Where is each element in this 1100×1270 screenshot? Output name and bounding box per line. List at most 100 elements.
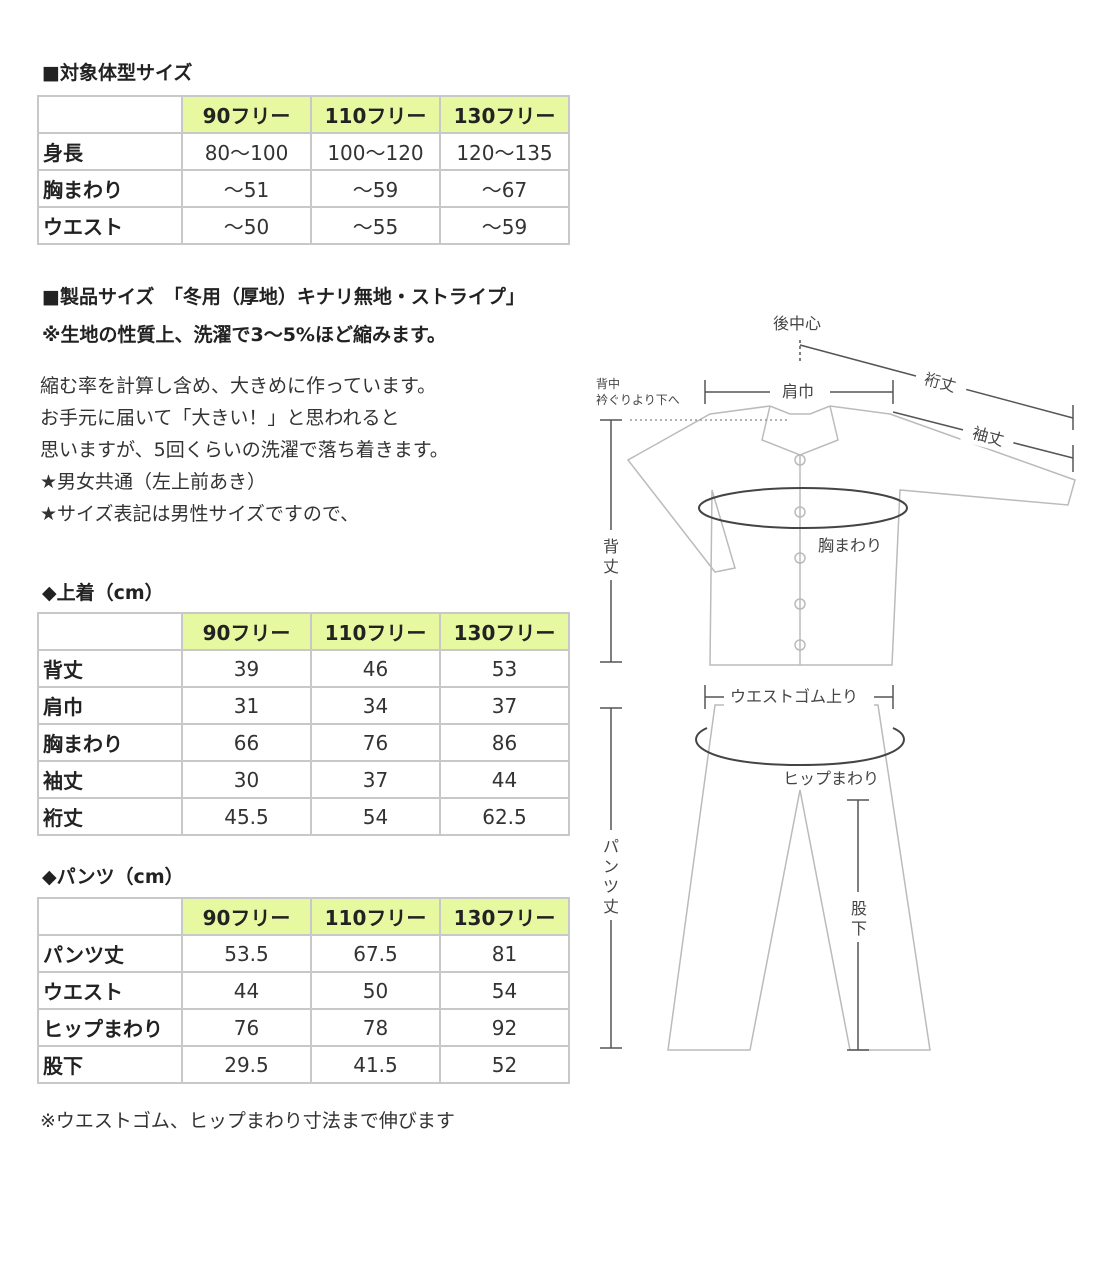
- cell: 92: [439, 1008, 570, 1047]
- cell: 120〜135: [439, 132, 570, 171]
- label-chest: 胸まわり: [818, 536, 882, 555]
- cell: 〜59: [310, 169, 441, 208]
- cell: 100〜120: [310, 132, 441, 171]
- cell: 54: [310, 797, 441, 836]
- cell: 44: [439, 760, 570, 799]
- label-pants-length-4: 丈: [603, 897, 619, 916]
- description-line: 縮む率を計算し含め、大きめに作っています。: [40, 375, 437, 397]
- table-row: 股下 29.5 41.5 52: [37, 1045, 570, 1084]
- row-label: パンツ丈: [37, 934, 183, 973]
- cell: 53: [439, 649, 570, 688]
- table-row: 裄丈 45.5 54 62.5: [37, 797, 570, 836]
- measure-lines: [600, 340, 1074, 1051]
- row-label: ウエスト: [37, 206, 183, 245]
- product-description: 縮む率を計算し含め、大きめに作っています。 お手元に届いて「大きい！」と思われる…: [40, 370, 449, 530]
- pants-outline: [667, 704, 931, 1051]
- description-line: ★サイズ表記は男性サイズですので、: [40, 503, 360, 525]
- label-pants-length-3: ツ: [603, 877, 619, 896]
- cell: 37: [310, 760, 441, 799]
- header-130: 130フリー: [439, 897, 570, 936]
- cell: 41.5: [310, 1045, 441, 1084]
- label-waist-top: ウエストゴム上り: [730, 687, 858, 706]
- cell: 44: [181, 971, 312, 1010]
- table-header-row: 90フリー 110フリー 130フリー: [37, 95, 570, 134]
- header-110: 110フリー: [310, 95, 441, 134]
- header-130: 130フリー: [439, 95, 570, 134]
- table-row: 胸まわり 〜51 〜59 〜67: [37, 169, 570, 208]
- shirt-outline: [626, 405, 1076, 666]
- row-label: 股下: [37, 1045, 183, 1084]
- cell: 80〜100: [181, 132, 312, 171]
- product-size-title: ■製品サイズ 「冬用（厚地）キナリ無地・ストライプ」: [42, 286, 525, 308]
- cell: 39: [181, 649, 312, 688]
- table-row: 肩巾 31 34 37: [37, 686, 570, 725]
- cell: 67.5: [310, 934, 441, 973]
- cell: 46: [310, 649, 441, 688]
- label-yuki: 裄丈: [922, 369, 958, 396]
- label-back-neck-2: 衿ぐりより下へ: [596, 392, 680, 407]
- cell: 〜50: [181, 206, 312, 245]
- table-row: ウエスト 〜50 〜55 〜59: [37, 206, 570, 245]
- cell: 78: [310, 1008, 441, 1047]
- row-label: 裄丈: [37, 797, 183, 836]
- table-header-row: 90フリー 110フリー 130フリー: [37, 897, 570, 936]
- cell: 37: [439, 686, 570, 725]
- label-shoulder: 肩巾: [782, 382, 814, 401]
- cell: 53.5: [181, 934, 312, 973]
- body-size-table: 90フリー 110フリー 130フリー 身長 80〜100 100〜120 12…: [37, 95, 570, 245]
- cell: 29.5: [181, 1045, 312, 1084]
- table-header-row: 90フリー 110フリー 130フリー: [37, 612, 570, 651]
- row-label: 袖丈: [37, 760, 183, 799]
- cell: 76: [181, 1008, 312, 1047]
- description-line: ★男女共通（左上前あき）: [40, 471, 267, 493]
- header-110: 110フリー: [310, 612, 441, 651]
- label-inseam-2: 下: [851, 919, 867, 938]
- top-size-title: ◆上着（cm）: [42, 582, 164, 604]
- table-row: 胸まわり 66 76 86: [37, 723, 570, 762]
- label-back-length-1: 背: [603, 537, 619, 556]
- label-pants-length-1: パ: [603, 837, 619, 856]
- cell: 52: [439, 1045, 570, 1084]
- table-row: パンツ丈 53.5 67.5 81: [37, 934, 570, 973]
- cell: 86: [439, 723, 570, 762]
- label-pants-length-2: ン: [603, 857, 619, 876]
- header-90: 90フリー: [181, 95, 312, 134]
- footer-note: ※ウエストゴム、ヒップまわり寸法まで伸びます: [40, 1110, 455, 1132]
- table-row: 身長 80〜100 100〜120 120〜135: [37, 132, 570, 171]
- row-label: ウエスト: [37, 971, 183, 1010]
- label-back-length-2: 丈: [603, 557, 619, 576]
- body-size-title: ■対象体型サイズ: [42, 62, 193, 84]
- cell: 〜59: [439, 206, 570, 245]
- row-label: 肩巾: [37, 686, 183, 725]
- row-label: ヒップまわり: [37, 1008, 183, 1047]
- header-90: 90フリー: [181, 612, 312, 651]
- label-back-center: 後中心: [773, 314, 821, 333]
- table-row: 背丈 39 46 53: [37, 649, 570, 688]
- description-line: 思いますが、5回くらいの洗濯で落ち着きます。: [40, 439, 449, 461]
- pants-size-title: ◆パンツ（cm）: [42, 866, 184, 888]
- table-row: ヒップまわり 76 78 92: [37, 1008, 570, 1047]
- cell: 31: [181, 686, 312, 725]
- header-90: 90フリー: [181, 897, 312, 936]
- row-label: 胸まわり: [37, 723, 183, 762]
- pants-size-table: 90フリー 110フリー 130フリー パンツ丈 53.5 67.5 81 ウエ…: [37, 897, 570, 1084]
- description-line: お手元に届いて「大きい！」と思われると: [40, 407, 400, 429]
- row-label: 胸まわり: [37, 169, 183, 208]
- header-130: 130フリー: [439, 612, 570, 651]
- row-label: 身長: [37, 132, 183, 171]
- cell: 30: [181, 760, 312, 799]
- cell: 〜55: [310, 206, 441, 245]
- cell: 〜67: [439, 169, 570, 208]
- label-back-neck-1: 背中: [596, 376, 620, 391]
- cell: 62.5: [439, 797, 570, 836]
- cell: 45.5: [181, 797, 312, 836]
- table-row: ウエスト 44 50 54: [37, 971, 570, 1010]
- cell: 〜51: [181, 169, 312, 208]
- label-inseam-1: 股: [851, 899, 867, 918]
- cell: 50: [310, 971, 441, 1010]
- cell: 76: [310, 723, 441, 762]
- cell: 54: [439, 971, 570, 1010]
- top-size-table: 90フリー 110フリー 130フリー 背丈 39 46 53 肩巾 31 34…: [37, 612, 570, 836]
- cell: 66: [181, 723, 312, 762]
- label-sleeve: 袖丈: [970, 423, 1006, 450]
